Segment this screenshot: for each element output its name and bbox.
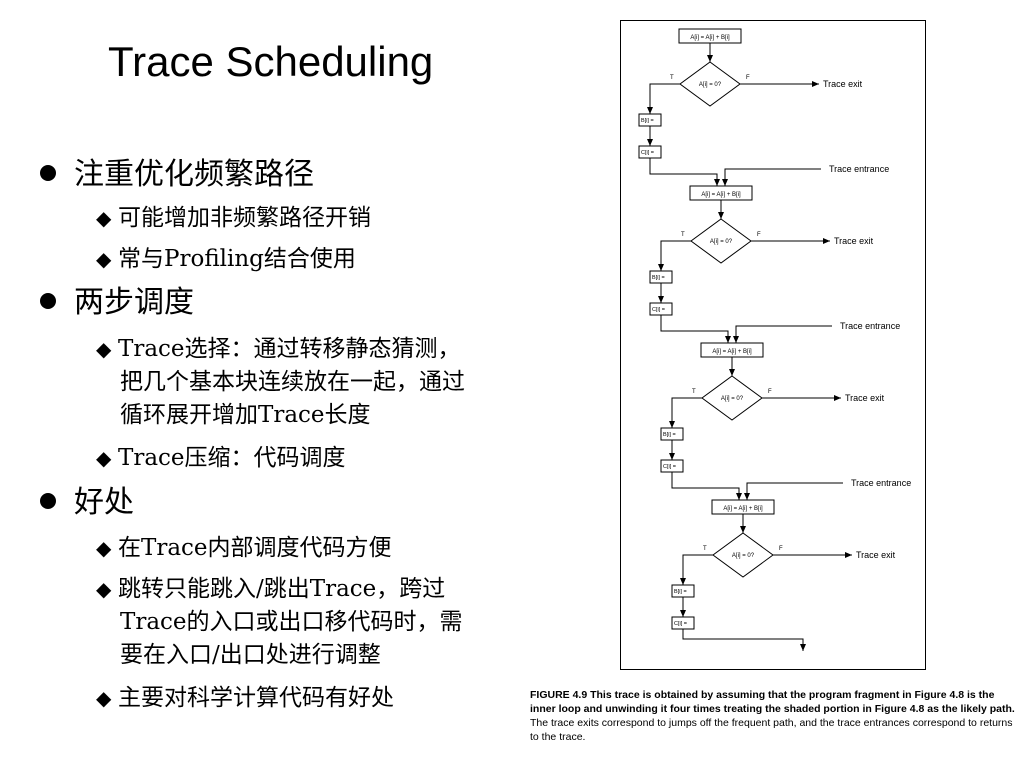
sub-bullet-continuation: 循环展开增加Trace长度 — [120, 402, 371, 428]
false-label: F — [746, 75, 750, 81]
true-label: T — [703, 546, 707, 552]
trace-entrance-label: Trace entrance — [851, 478, 911, 488]
trace-entrance-label: Trace entrance — [829, 164, 889, 174]
connector-line — [722, 168, 821, 186]
bullet-3: 好处 — [40, 486, 134, 520]
connector-line — [669, 397, 702, 428]
decision-diamond — [712, 532, 774, 578]
b-statement-label: B[i] = — [663, 432, 676, 438]
connector-line — [649, 158, 720, 186]
decision-label: A[i] = 0? — [732, 553, 755, 559]
sub-bullet-2-1: ◆Trace选择：通过转移静态猜测， 把几个基本块连续放在一起，通过 循环展开增… — [96, 333, 465, 432]
bullet-dot-icon — [40, 492, 56, 509]
sub-bullet-2-2: ◆Trace压缩：代码调度 — [96, 442, 346, 475]
trace-entrance-label: Trace entrance — [840, 321, 900, 331]
decision-label: A[i] = 0? — [699, 82, 722, 88]
sub-bullet-continuation: 把几个基本块连续放在一起，通过 — [120, 369, 465, 395]
diamond-bullet-icon: ◆ — [96, 206, 112, 230]
false-label: F — [757, 232, 761, 238]
connector-line — [733, 325, 832, 343]
decision-diamond — [701, 375, 763, 421]
diamond-bullet-icon: ◆ — [96, 686, 112, 710]
decision-label: A[i] = 0? — [721, 396, 744, 402]
bullet-dot-icon — [40, 164, 56, 181]
connector-line — [744, 482, 843, 500]
trace-exit-label: Trace exit — [856, 550, 896, 560]
assignment-label: A[i] = A[i] + B[i] — [723, 506, 763, 512]
bullet-2: 两步调度 — [40, 286, 194, 320]
sub-bullet-continuation: 要在入口/出口处进行调整 — [120, 642, 381, 668]
bullet-1: 注重优化频繁路径 — [40, 158, 314, 192]
decision-diamond — [690, 218, 752, 264]
b-statement-label: B[i] = — [674, 589, 687, 595]
decision-label: A[i] = 0? — [710, 239, 733, 245]
connector-line — [671, 472, 742, 500]
b-statement-label: B[i] = — [652, 275, 665, 281]
diamond-bullet-icon: ◆ — [96, 536, 112, 560]
sub-bullet-3-2: ◆跳转只能跳入/跳出Trace，跨过 Trace的入口或出口移代码时，需 要在入… — [96, 573, 463, 672]
diamond-bullet-icon: ◆ — [96, 337, 112, 361]
trace-exit-label: Trace exit — [823, 79, 863, 89]
connector-line — [682, 629, 806, 651]
b-statement-label: B[i] = — [641, 118, 654, 124]
sub-bullet-1-2: ◆常与Profiling结合使用 — [96, 243, 356, 276]
trace-exit-label: Trace exit — [845, 393, 885, 403]
connector-line — [660, 315, 731, 343]
assignment-label: A[i] = A[i] + B[i] — [690, 35, 730, 41]
sub-bullet-3-3: ◆主要对科学计算代码有好处 — [96, 682, 394, 715]
figure-caption: FIGURE 4.9 This trace is obtained by ass… — [530, 688, 1020, 744]
caption-text: The trace exits correspond to jumps off … — [530, 717, 1013, 743]
diamond-bullet-icon: ◆ — [96, 247, 112, 271]
sub-bullet-3-1: ◆在Trace内部调度代码方便 — [96, 532, 392, 565]
slide-title: Trace Scheduling — [108, 38, 434, 85]
true-label: T — [692, 389, 696, 395]
c-statement-label: C[i] = — [663, 464, 676, 470]
assignment-label: A[i] = A[i] + B[i] — [712, 349, 752, 355]
sub-bullet-continuation: Trace的入口或出口移代码时，需 — [120, 609, 463, 635]
trace-exit-label: Trace exit — [834, 236, 874, 246]
diamond-bullet-icon: ◆ — [96, 446, 112, 470]
connector-line — [658, 240, 691, 271]
decision-diamond — [679, 61, 741, 107]
false-label: F — [779, 546, 783, 552]
bullet-dot-icon — [40, 292, 56, 309]
c-statement-label: C[i] = — [652, 307, 665, 313]
connector-line — [680, 554, 713, 585]
caption-bold-text: FIGURE 4.9 This trace is obtained by ass… — [530, 689, 1015, 715]
diamond-bullet-icon: ◆ — [96, 577, 112, 601]
c-statement-label: C[i] = — [641, 150, 654, 156]
false-label: F — [768, 389, 772, 395]
connector-line — [647, 83, 680, 114]
true-label: T — [670, 75, 674, 81]
assignment-label: A[i] = A[i] + B[i] — [701, 192, 741, 198]
true-label: T — [681, 232, 685, 238]
c-statement-label: C[i] = — [674, 621, 687, 627]
sub-bullet-1-1: ◆可能增加非频繁路径开销 — [96, 202, 371, 235]
